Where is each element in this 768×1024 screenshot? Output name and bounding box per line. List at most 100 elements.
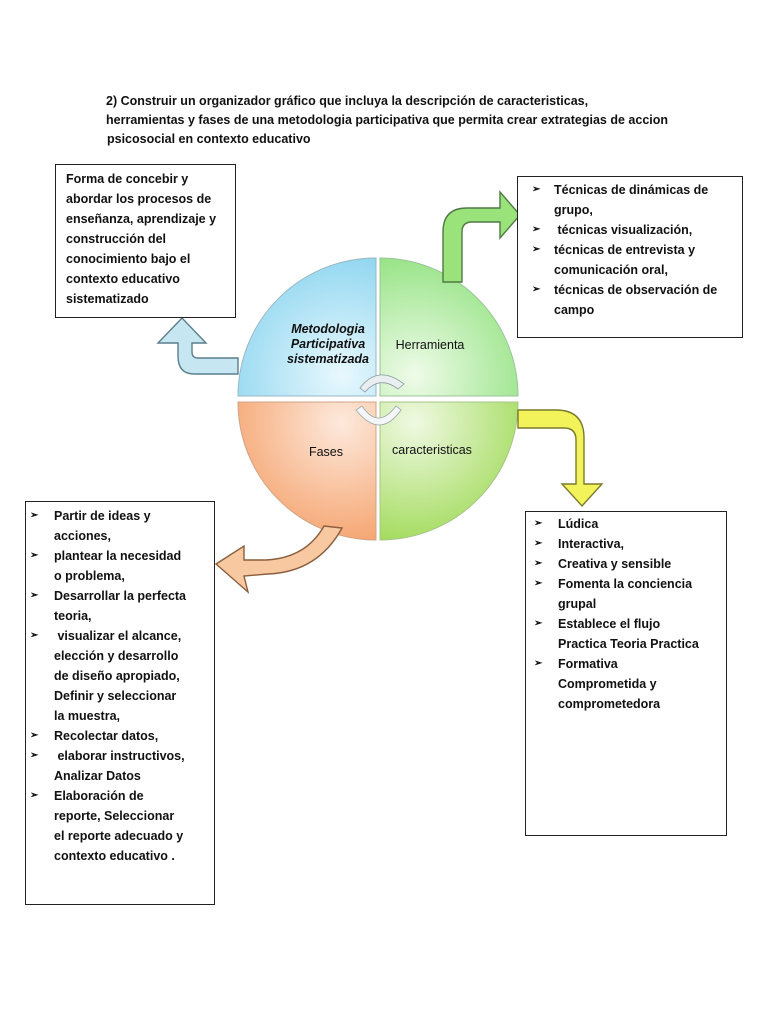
arrow-bullet-icon: ➢ (534, 558, 543, 569)
heading-line-2: herramientas y fases de una metodologia … (106, 113, 669, 127)
quadrant-label-herramienta: Herramienta (395, 338, 465, 352)
arrow-bullet-icon: ➢ (534, 538, 543, 549)
definition-box: Forma de concebir y abordar los procesos… (55, 164, 236, 318)
list-item: ➢ Partir de ideas y acciones, (26, 506, 210, 546)
quadrant-top-right (379, 257, 519, 397)
definition-line: contexto educativo (66, 272, 180, 286)
arrow-bullet-icon: ➢ (30, 630, 39, 641)
list-item: ➢ visualizar el alcance, elección y desa… (26, 626, 210, 726)
assignment-heading: 2) Construir un organizador gráfico que … (106, 92, 706, 149)
quadrant-label-line-1: Metodologia (291, 322, 365, 336)
list-item-text: técnicas visualización, (554, 223, 693, 237)
list-item-text: elección y desarrollo (54, 649, 179, 663)
quadrant-top-left (237, 257, 377, 397)
definition-line: construcción del (66, 232, 167, 246)
caracteristicas-box: ➢ Lúdica ➢ Interactiva, ➢ Creativa y sen… (525, 511, 727, 836)
green-right-arrow-body (442, 190, 521, 283)
list-item-text: técnicas de entrevista y (554, 243, 696, 257)
list-item-text: acciones, (54, 529, 111, 543)
arrow-bullet-icon: ➢ (532, 284, 541, 295)
herramientas-box: ➢ Técnicas de dinámicas de grupo, ➢ técn… (517, 176, 743, 338)
list-item-text: contexto educativo . (54, 849, 175, 863)
arrow-bullet-icon: ➢ (30, 730, 39, 741)
list-item: ➢ elaborar instructivos, Analizar Datos (26, 746, 210, 786)
list-item-text: Elaboración de (54, 789, 144, 803)
definition-line: abordar los procesos de (66, 192, 212, 206)
list-item-text: comprometedora (558, 697, 661, 711)
list-item: ➢ Desarrollar la perfecta teoria, (26, 586, 210, 626)
fases-box: ➢ Partir de ideas y acciones, ➢ plantear… (25, 501, 215, 905)
heading-line-3: psicosocial en contexto educativo (107, 132, 311, 146)
list-item-text: Formativa (558, 657, 618, 671)
list-item-text: Practica Teoria Practica (558, 637, 699, 651)
list-item-text: Lúdica (558, 517, 599, 531)
list-item-text: plantear la necesidad (54, 549, 182, 563)
list-item: ➢ Formativa Comprometida y comprometedor… (530, 654, 722, 714)
quadrant-label-caracteristicas: caracteristicas (392, 443, 472, 457)
list-item-text: Definir y seleccionar (54, 689, 177, 703)
list-item: ➢ Establece el flujo Practica Teoria Pra… (530, 614, 722, 654)
list-item: ➢ Creativa y sensible (530, 554, 722, 574)
definition-line: Forma de concebir y (66, 172, 189, 186)
arrow-bullet-icon: ➢ (532, 184, 541, 195)
arrow-bullet-icon: ➢ (534, 658, 543, 669)
heading-line-1: 2) Construir un organizador gráfico que … (106, 94, 589, 108)
quadrant-label-fases: Fases (308, 445, 344, 459)
yellow-down-arrow-body (517, 409, 604, 508)
arrow-bullet-icon: ➢ (30, 510, 39, 521)
list-item-text: de diseño apropiado, (54, 669, 180, 683)
arrow-bullet-icon: ➢ (534, 618, 543, 629)
list-item-text: la muestra, (54, 709, 121, 723)
quadrant-label-line-3: sistematizada (287, 352, 369, 366)
list-item: ➢ Recolectar datos, (26, 726, 210, 746)
list-item: ➢ técnicas visualización, (528, 220, 738, 240)
list-item-text: campo (554, 303, 595, 317)
list-item-text: reporte, Seleccionar (54, 809, 175, 823)
list-item-text: el reporte adecuado y (54, 829, 184, 843)
list-item: ➢ Elaboración de reporte, Seleccionar el… (26, 786, 210, 866)
arrow-bullet-icon: ➢ (30, 590, 39, 601)
list-item: ➢ Lúdica (530, 514, 722, 534)
list-item-text: Técnicas de dinámicas de (554, 183, 709, 197)
orange-left-arrow-body (214, 525, 344, 594)
quadrant-bottom-right (379, 401, 519, 541)
list-item-text: grupo, (554, 203, 593, 217)
herramientas-list: ➢ Técnicas de dinámicas de grupo, ➢ técn… (528, 180, 738, 320)
list-item: ➢ técnicas de entrevista y comunicación … (528, 240, 738, 280)
arrow-bullet-icon: ➢ (532, 244, 541, 255)
quadrant-label-line-2: Participativa (290, 337, 366, 351)
list-item-text: Comprometida y (558, 677, 657, 691)
caracteristicas-list: ➢ Lúdica ➢ Interactiva, ➢ Creativa y sen… (534, 514, 722, 714)
arrow-bullet-icon: ➢ (534, 518, 543, 529)
arrow-bullet-icon: ➢ (532, 224, 541, 235)
list-item-text: Establece el flujo (558, 617, 661, 631)
blue-arrow-body (156, 316, 239, 375)
list-item: ➢ plantear la necesidad o problema, (26, 546, 210, 586)
list-item: ➢ técnicas de observación de campo (528, 280, 738, 320)
list-item-text: visualizar el alcance, (54, 629, 182, 643)
list-item: ➢ Técnicas de dinámicas de grupo, (528, 180, 738, 220)
list-item-text: Recolectar datos, (54, 729, 159, 743)
arrow-bullet-icon: ➢ (30, 550, 39, 561)
quadrant-bottom-left (237, 401, 377, 541)
definition-line: enseñanza, aprendizaje y (66, 212, 217, 226)
quadrant-label-metodologia: Metodologia Participativa sistematizada (268, 322, 388, 367)
list-item-text: elaborar instructivos, (54, 749, 185, 763)
list-item-text: Creativa y sensible (558, 557, 672, 571)
list-item: ➢ Fomenta la conciencia grupal (530, 574, 722, 614)
list-item-text: o problema, (54, 569, 125, 583)
fases-list: ➢ Partir de ideas y acciones, ➢ plantear… (30, 506, 210, 866)
list-item-text: Fomenta la conciencia (558, 577, 693, 591)
arrow-bullet-icon: ➢ (30, 750, 39, 761)
cycle-arrow-bottom-icon (355, 405, 402, 426)
list-item-text: Desarrollar la perfecta (54, 589, 187, 603)
list-item-text: Interactiva, (558, 537, 625, 551)
cycle-arrow-top-icon (359, 374, 405, 393)
arrow-bullet-icon: ➢ (534, 578, 543, 589)
list-item: ➢ Interactiva, (530, 534, 722, 554)
list-item-text: técnicas de observación de (554, 283, 718, 297)
definition-line: sistematizado (66, 292, 149, 306)
list-item-text: comunicación oral, (554, 263, 668, 277)
definition-line: conocimiento bajo el (66, 252, 191, 266)
